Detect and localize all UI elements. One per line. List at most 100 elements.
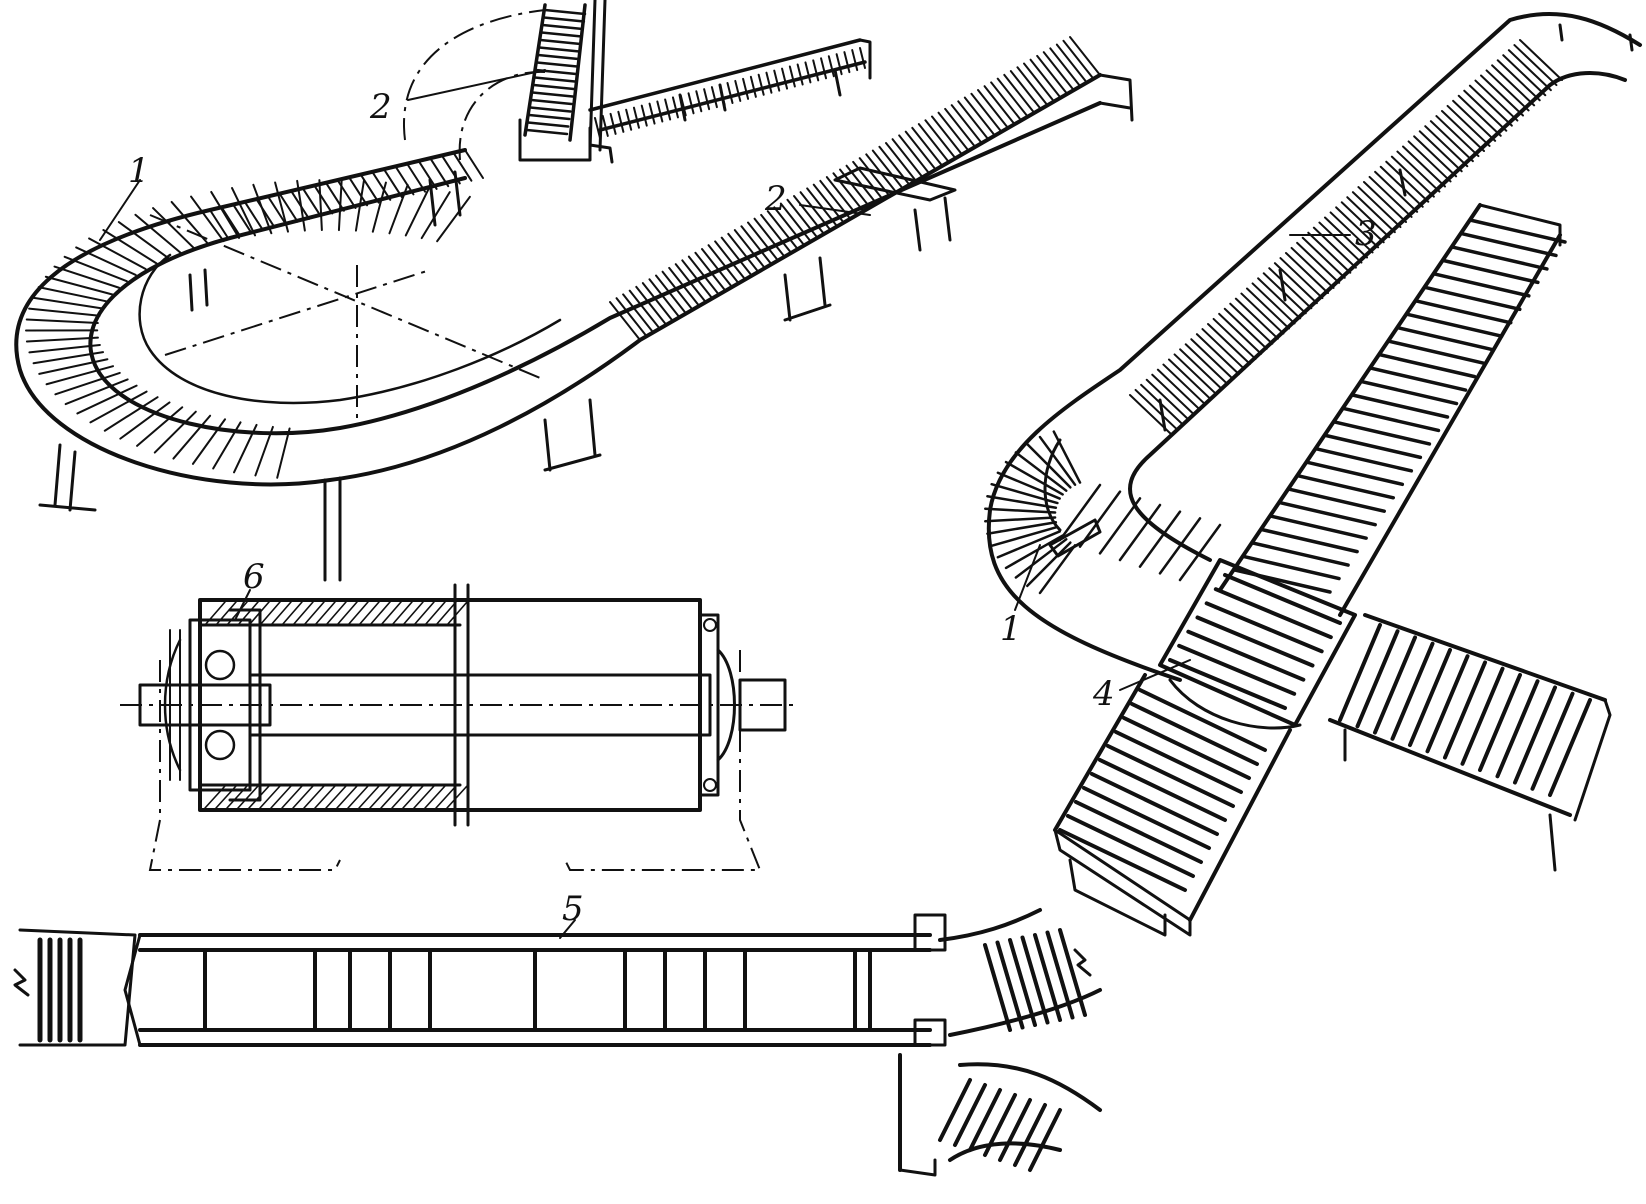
roller xyxy=(1355,629,1400,729)
callout-1-u-conveyor: 1 xyxy=(128,151,150,191)
roller xyxy=(944,107,977,148)
roller xyxy=(786,198,819,239)
roller xyxy=(995,940,1025,1030)
roller xyxy=(1029,58,1062,99)
roller xyxy=(996,77,1029,118)
hatch-line xyxy=(336,601,358,626)
roller xyxy=(1204,601,1324,654)
hatch-line xyxy=(358,601,380,626)
roller xyxy=(535,61,579,68)
ladder-rollers xyxy=(203,950,872,1030)
roller xyxy=(278,192,299,223)
roller xyxy=(1395,325,1495,352)
roller xyxy=(720,236,753,277)
roller xyxy=(1028,1108,1062,1172)
roller xyxy=(1390,641,1435,741)
roller xyxy=(963,96,996,137)
roller xyxy=(1432,272,1531,298)
roller xyxy=(88,237,147,270)
roller xyxy=(1507,49,1552,92)
roller xyxy=(1062,39,1095,80)
roller xyxy=(931,115,963,156)
hatch-line xyxy=(347,785,369,809)
roller xyxy=(1138,510,1182,568)
roller xyxy=(1480,74,1524,117)
roller xyxy=(671,96,679,119)
roller xyxy=(1329,211,1374,254)
roller xyxy=(655,274,687,315)
roller xyxy=(701,248,733,288)
roller xyxy=(1443,660,1487,760)
roller xyxy=(276,427,291,479)
lower-leg-rollers xyxy=(1058,688,1267,892)
roller xyxy=(348,176,369,207)
roller xyxy=(540,31,583,38)
roller xyxy=(968,1088,1002,1152)
roller xyxy=(740,225,773,266)
roller xyxy=(1178,523,1222,582)
hatch-line xyxy=(435,785,457,809)
roller xyxy=(1407,140,1452,183)
roller xyxy=(1408,648,1452,747)
roller xyxy=(1058,483,1102,542)
roller xyxy=(1168,358,1212,401)
roller xyxy=(726,82,734,104)
hatch-line xyxy=(303,601,325,626)
roller xyxy=(1212,317,1257,360)
roller xyxy=(1251,282,1296,325)
roller xyxy=(635,285,668,326)
roller xyxy=(1229,302,1274,345)
roller xyxy=(773,69,781,92)
roller xyxy=(843,51,851,74)
roller xyxy=(788,65,796,88)
roller xyxy=(371,181,387,233)
roller xyxy=(301,187,322,218)
roller xyxy=(1452,99,1497,142)
roller xyxy=(1379,165,1424,208)
roller xyxy=(1134,388,1179,431)
roller xyxy=(1173,353,1218,396)
roller xyxy=(742,77,750,100)
roller xyxy=(1026,541,1072,588)
roller xyxy=(990,525,1059,548)
leaders xyxy=(99,69,1351,939)
hatch-line xyxy=(380,785,402,809)
roller xyxy=(210,190,241,239)
roller xyxy=(533,76,577,83)
roller xyxy=(687,92,695,115)
roller xyxy=(1513,44,1558,87)
hatch-line xyxy=(204,601,226,626)
roller xyxy=(28,343,101,354)
roller xyxy=(656,100,664,123)
roller xyxy=(1278,500,1377,527)
roller xyxy=(937,111,970,152)
roller xyxy=(851,49,859,72)
roller xyxy=(1201,328,1246,371)
roller xyxy=(885,142,917,182)
roller xyxy=(136,406,184,447)
roller xyxy=(1519,39,1563,81)
roller xyxy=(1335,206,1380,249)
roller xyxy=(1195,333,1240,376)
roller xyxy=(1396,150,1441,193)
roller xyxy=(529,106,572,113)
callout-2-transfer: 2 xyxy=(369,87,392,127)
roller xyxy=(983,943,1012,1032)
roller xyxy=(970,92,1003,133)
roller xyxy=(727,232,760,273)
hatch-line xyxy=(226,601,248,626)
roller xyxy=(1234,297,1279,340)
hatch-line xyxy=(303,785,325,809)
roller xyxy=(904,130,937,171)
roller xyxy=(1429,120,1474,163)
roller xyxy=(1055,43,1088,84)
roller xyxy=(1485,69,1530,112)
roller xyxy=(1446,104,1491,147)
stub-rollers xyxy=(37,937,83,1043)
roller xyxy=(1114,730,1243,794)
roller xyxy=(1058,828,1187,892)
roller xyxy=(1287,487,1386,513)
roller xyxy=(209,209,229,239)
hatch-line xyxy=(369,785,391,809)
hatch-line xyxy=(292,785,314,809)
